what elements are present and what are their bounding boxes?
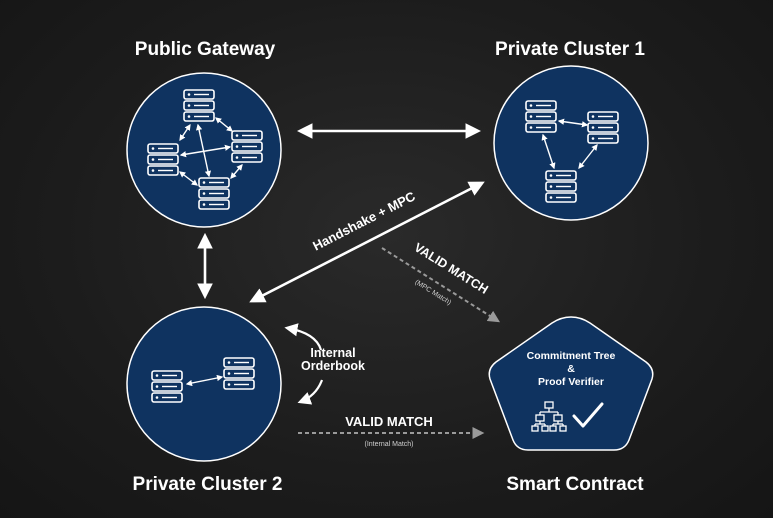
internal-orderbook-label-1: Internal: [310, 346, 355, 360]
valid-match-mpc-sublabel: (MPC Match): [413, 279, 452, 307]
valid-match-internal-sublabel: (Internal Match): [364, 441, 413, 448]
internal-orderbook-loop-bottom: [297, 379, 324, 405]
smart-contract-line-3: Proof Verifier: [538, 376, 604, 388]
valid-match-internal-label: VALID MATCH: [345, 414, 433, 429]
valid-match-mpc-arrow: [381, 247, 501, 323]
internal-orderbook-loop-top: [284, 323, 323, 351]
peer-link-arrows: [541, 118, 598, 170]
smart-contract-line-1: Commitment Tree: [527, 350, 616, 362]
checkmark-icon: [572, 402, 604, 428]
peer-link-arrows: [178, 117, 243, 186]
private-cluster-2-title: Private Cluster 2: [132, 474, 283, 495]
smart-contract-title: Smart Contract: [506, 474, 644, 495]
internal-orderbook-label-2: Orderbook: [301, 359, 365, 373]
smart-contract-line-2: &: [567, 363, 575, 375]
private-cluster-1-node: [493, 65, 649, 221]
public-gateway-node: [126, 72, 282, 228]
private-cluster-2-node: [126, 306, 282, 462]
handshake-mpc-arrow: [249, 181, 485, 303]
public-gateway-title: Public Gateway: [134, 39, 276, 60]
private-cluster-1-title: Private Cluster 1: [495, 39, 645, 60]
peer-link-arrow: [185, 374, 224, 387]
merkle-tree-icon: [531, 401, 567, 432]
smart-contract-node: Commitment Tree & Proof Verifier: [488, 316, 654, 451]
